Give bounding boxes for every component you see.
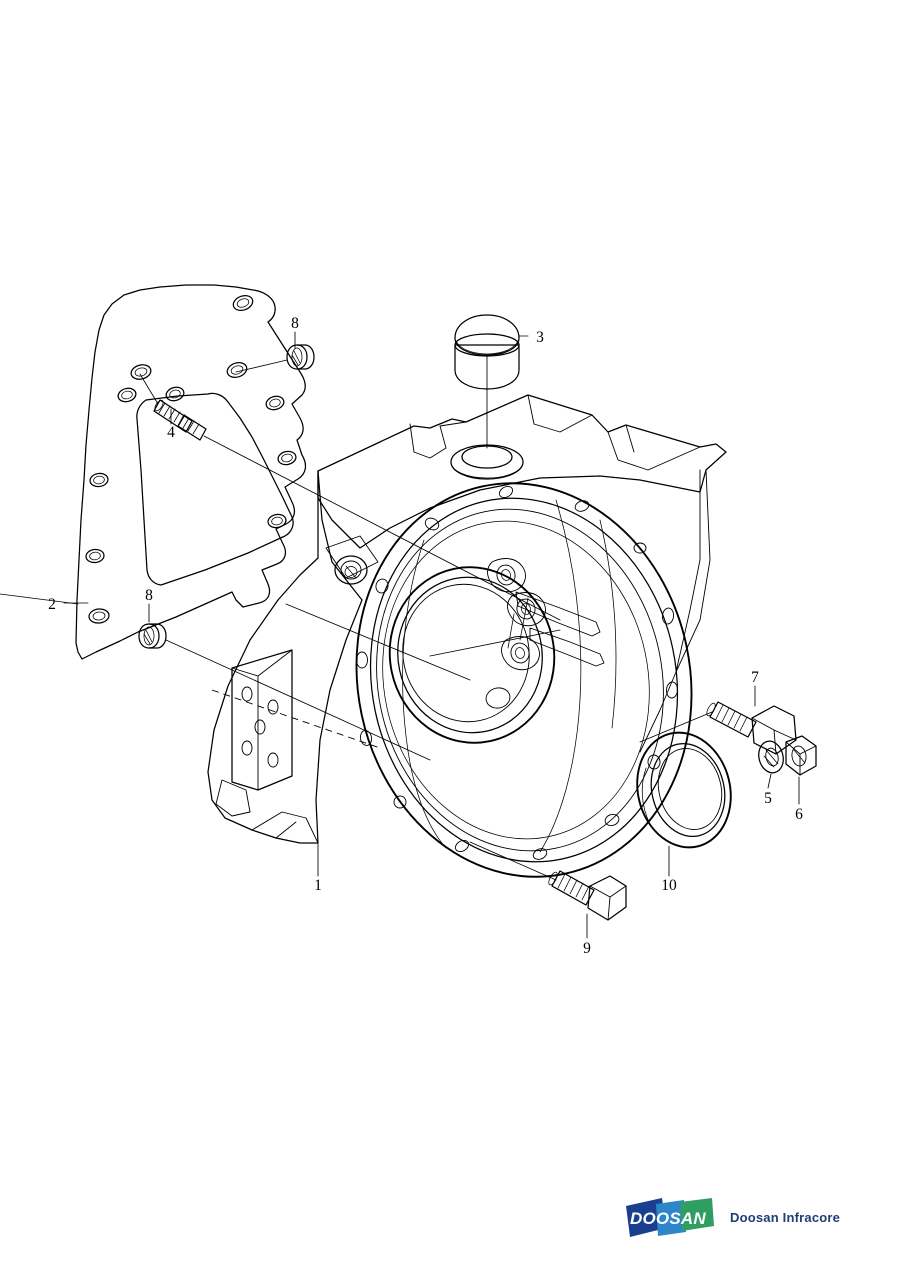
gasket-part-2: [75, 284, 307, 660]
logo-shape-navy: [626, 1198, 666, 1237]
flywheel-housing-part-1: [207, 394, 727, 878]
callout-4: 4: [167, 424, 175, 441]
oil-seal-part-10: [636, 731, 732, 849]
logo-wordmark: DOOSAN: [630, 1209, 706, 1228]
callout-numbers: 1 2 3 4 5 6 7 8 8 9 10: [48, 315, 803, 957]
callout-7: 7: [751, 669, 759, 686]
hex-nut-part-6: [785, 735, 817, 776]
callout-8-lower: 8: [145, 587, 153, 604]
brand-logo-block: DOOSAN Doosan Infracore: [622, 1196, 892, 1244]
callout-3: 3: [536, 329, 544, 346]
hidden-centerline: [211, 689, 381, 749]
doosan-logo-mark: DOOSAN: [626, 1198, 714, 1237]
gasket-bolt-holes: [85, 294, 297, 624]
dowel-pin-lower-part-8: [138, 623, 167, 649]
callout-1: 1: [314, 877, 322, 894]
side-mount-boss: [325, 535, 379, 585]
bell-housing-flange: [355, 482, 693, 878]
hex-bolt-part-9: [548, 870, 627, 921]
hex-bolt-part-7: [706, 701, 797, 755]
callout-2: 2: [48, 596, 56, 613]
spring-washer-part-5: [758, 740, 784, 774]
flange-bolt-holes: [356, 485, 678, 860]
company-name: Doosan Infracore: [730, 1210, 841, 1225]
mounting-pad: [231, 649, 293, 791]
callout-6: 6: [795, 806, 803, 823]
callout-9: 9: [583, 940, 591, 957]
logo-shape-green: [680, 1198, 714, 1231]
housing-top-port: [450, 444, 524, 480]
stud-bolt-part-4: [153, 399, 207, 441]
logo-shapes: [626, 1198, 714, 1237]
callout-5: 5: [764, 790, 772, 807]
internal-ribs: [402, 499, 617, 853]
crankshaft-bore: [388, 566, 556, 744]
logo-shape-blue: [656, 1200, 686, 1236]
dowel-pin-upper-part-8: [286, 344, 315, 370]
leader-lines: [0, 331, 800, 939]
callout-8-upper: 8: [291, 315, 299, 332]
callout-10: 10: [661, 877, 677, 894]
